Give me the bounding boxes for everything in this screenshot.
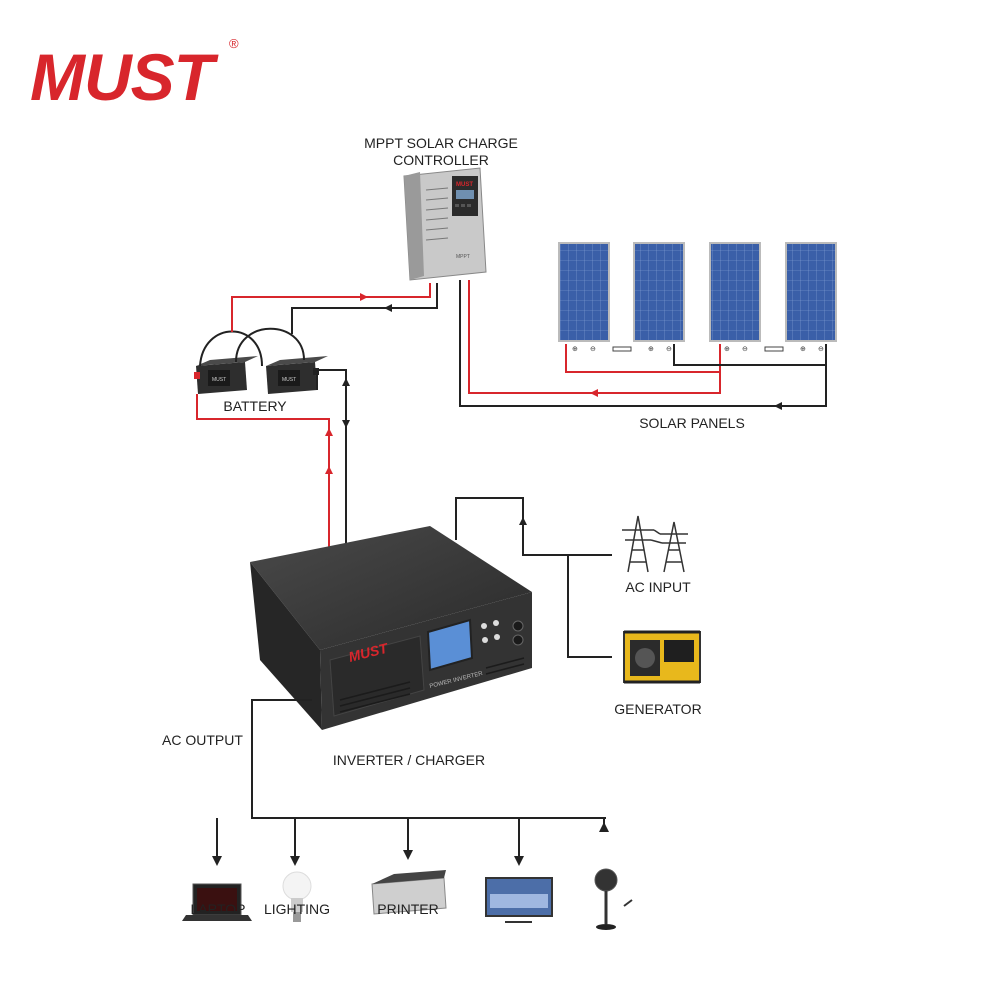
battery-label: BATTERY bbox=[223, 398, 287, 414]
inverter-charger-icon: MUST POWER INVERTER bbox=[250, 526, 532, 730]
svg-text:⊕: ⊕ bbox=[800, 346, 806, 353]
ac-input-wire bbox=[455, 497, 612, 556]
tv-icon bbox=[485, 877, 553, 923]
generator-label: GENERATOR bbox=[614, 701, 701, 717]
solar-panel-icon bbox=[558, 242, 610, 342]
negative-wire-solar-controller bbox=[459, 280, 827, 407]
svg-text:MPPT: MPPT bbox=[456, 254, 470, 260]
negative-wire-battery-inverter bbox=[316, 369, 347, 545]
logo-text: MUST bbox=[30, 40, 219, 114]
controller-label-line1: MPPT SOLAR CHARGE bbox=[364, 135, 518, 151]
registered-mark: ® bbox=[229, 36, 239, 51]
solar-panel-icon bbox=[785, 242, 837, 342]
power-tower-icon bbox=[622, 515, 688, 573]
positive-wire-controller-battery bbox=[231, 283, 431, 332]
svg-text:⊕: ⊕ bbox=[572, 346, 578, 353]
generator-icon bbox=[623, 630, 701, 684]
load-label-laptop: LAPTOP bbox=[191, 901, 246, 917]
ac-output-label: AC OUTPUT bbox=[162, 732, 243, 748]
load-label-printer: PRINTER bbox=[377, 901, 438, 917]
svg-text:⊖: ⊖ bbox=[818, 346, 824, 353]
fan-icon bbox=[594, 868, 633, 930]
svg-text:⊖: ⊖ bbox=[742, 346, 748, 353]
must-logo: MUST ® bbox=[30, 36, 239, 114]
svg-text:⊖: ⊖ bbox=[590, 346, 596, 353]
positive-wire-battery-inverter bbox=[196, 394, 330, 548]
mppt-controller-icon: MUST MPPT bbox=[403, 167, 487, 281]
laptop-icon bbox=[182, 883, 252, 921]
ac-input-label: AC INPUT bbox=[625, 579, 691, 595]
inverter-label: INVERTER / CHARGER bbox=[333, 752, 485, 768]
svg-text:MUST: MUST bbox=[212, 377, 226, 383]
battery-icon: MUST bbox=[194, 356, 258, 394]
ac-output-bus bbox=[251, 699, 606, 819]
bulb-icon bbox=[282, 871, 312, 922]
load-labels: LAPTOP LIGHTING PRINTER bbox=[191, 901, 439, 917]
printer-icon bbox=[371, 870, 447, 915]
svg-text:⊖: ⊖ bbox=[666, 346, 672, 353]
generator-wire bbox=[567, 555, 612, 658]
svg-text:MUST: MUST bbox=[282, 377, 296, 383]
solar-panel-icon bbox=[709, 242, 761, 342]
battery-link-wire bbox=[235, 327, 305, 363]
solar-panels-label: SOLAR PANELS bbox=[639, 415, 745, 431]
svg-text:MUST: MUST bbox=[456, 182, 473, 188]
battery-icon: MUST bbox=[266, 356, 328, 394]
negative-wire-controller-battery bbox=[291, 283, 438, 334]
solar-panel-array: ⊕ ⊖ ⊕ ⊖ ⊕ ⊖ ⊕ ⊖ bbox=[558, 242, 837, 353]
solar-panel-icon bbox=[633, 242, 685, 342]
svg-text:⊕: ⊕ bbox=[648, 346, 654, 353]
controller-label-line2: CONTROLLER bbox=[393, 152, 489, 168]
load-label-lighting: LIGHTING bbox=[264, 901, 330, 917]
svg-text:⊕: ⊕ bbox=[724, 346, 730, 353]
